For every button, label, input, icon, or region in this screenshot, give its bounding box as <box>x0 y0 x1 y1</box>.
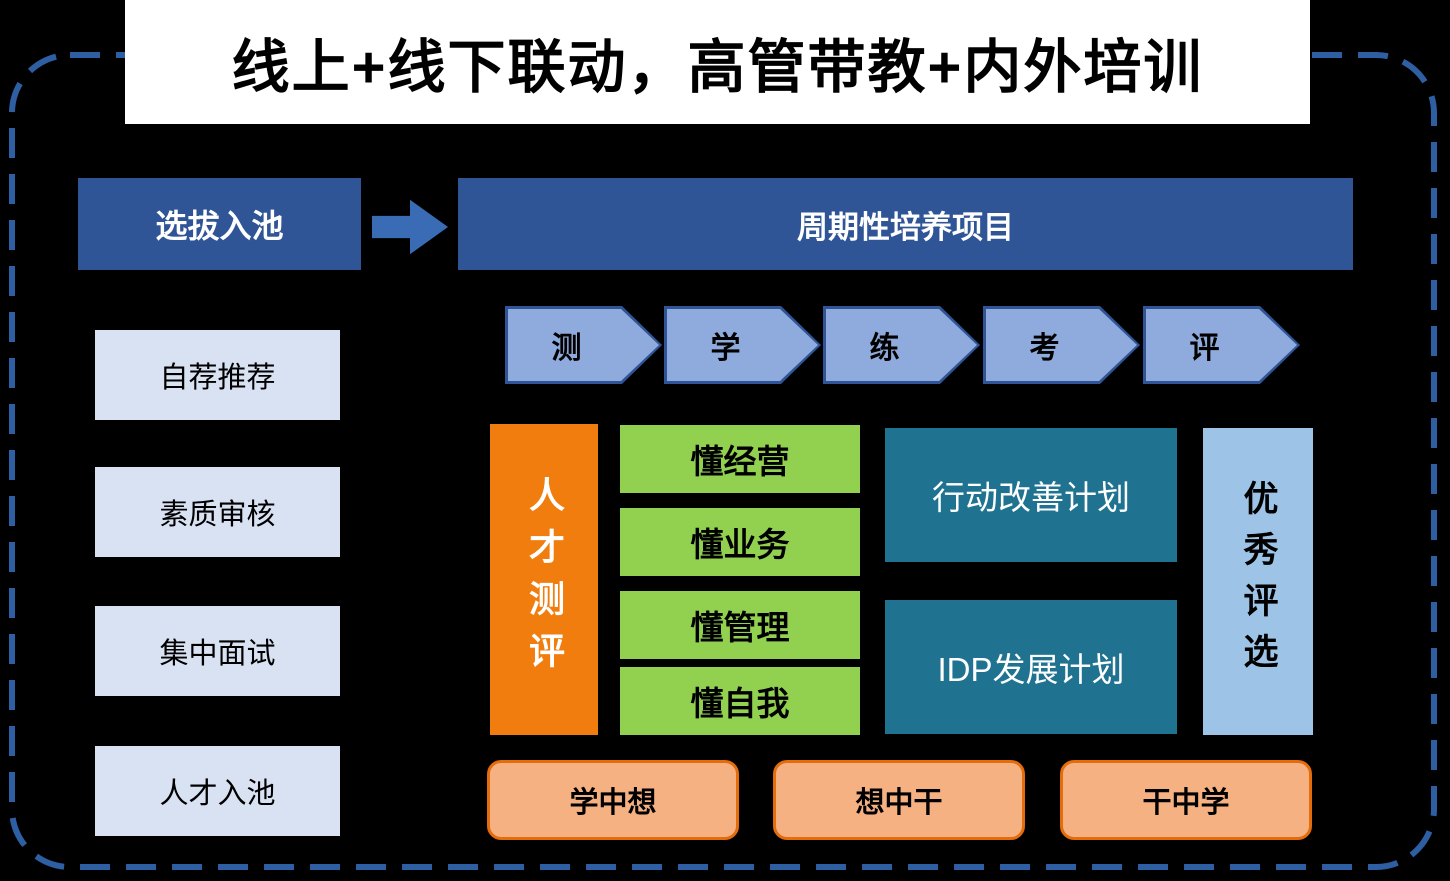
program-header: 周期性培养项目 <box>458 178 1353 270</box>
cycle-pill-do-while-thinking: 想中干 <box>773 760 1025 840</box>
cycle-pill-learn-while-doing: 干中学 <box>1060 760 1312 840</box>
competency-management: 懂管理 <box>620 591 860 659</box>
phase-label: 练 <box>869 332 900 365</box>
talent-assessment-box: 人才测评 <box>490 424 598 735</box>
selection-step-talent-pool: 人才入池 <box>95 746 340 836</box>
phase-label: 测 <box>551 332 582 365</box>
page-title: 线上+线下联动，高管带教+内外培训 <box>125 0 1310 124</box>
excellence-selection-label: 优秀评选 <box>1238 479 1278 684</box>
selection-step-quality-review: 素质审核 <box>95 467 340 557</box>
phase-chevron-test: 测 <box>505 306 662 384</box>
excellence-selection-box: 优秀评选 <box>1203 428 1313 735</box>
selection-step-interview: 集中面试 <box>95 606 340 696</box>
phase-chevron-practice: 练 <box>823 306 980 384</box>
phase-chevron-evaluate: 评 <box>1143 306 1300 384</box>
phase-label: 考 <box>1029 332 1060 365</box>
phase-label: 评 <box>1189 332 1220 365</box>
cycle-pill-think-while-learning: 学中想 <box>487 760 739 840</box>
competency-operations: 懂经营 <box>620 425 860 493</box>
phase-label: 学 <box>710 332 741 365</box>
talent-assessment-label: 人才测评 <box>524 475 565 684</box>
idp-development-plan-box: IDP发展计划 <box>885 600 1177 734</box>
competency-business: 懂业务 <box>620 508 860 576</box>
selection-step-recommendation: 自荐推荐 <box>95 330 340 420</box>
selection-pool-header: 选拔入池 <box>78 178 361 270</box>
phase-chevron-exam: 考 <box>983 306 1140 384</box>
phase-chevron-learn: 学 <box>664 306 821 384</box>
competency-self: 懂自我 <box>620 667 860 735</box>
action-improvement-plan-box: 行动改善计划 <box>885 428 1177 562</box>
